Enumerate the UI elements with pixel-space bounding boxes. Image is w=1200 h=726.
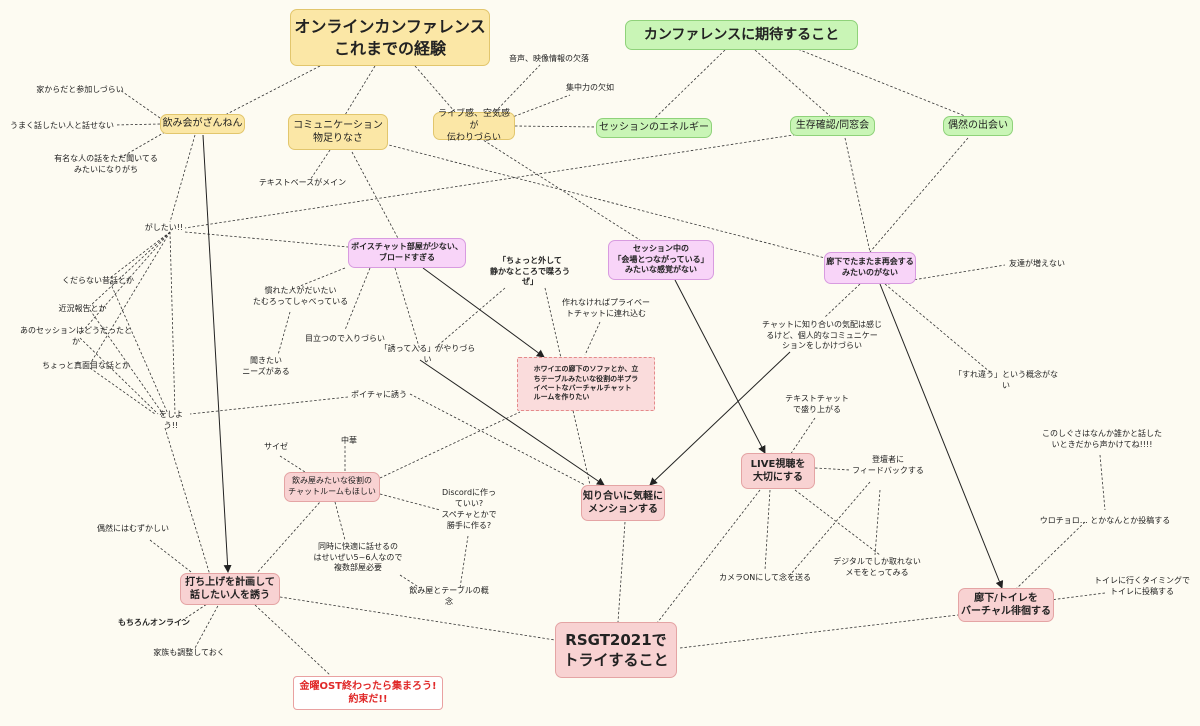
drinking-party-node: 飲み会がざんねん (160, 114, 245, 134)
session-connection-node: セッション中の 「会場とつながっている」 みたいな感覚がない (608, 240, 714, 280)
note-friends: 友達が増えない (1009, 258, 1065, 268)
note-talk-ng: うまく話したい人と話せない (10, 120, 114, 130)
note-saize: サイゼ (264, 441, 288, 451)
note-serious: ちょっと真面目な話とか (42, 360, 130, 370)
reunion-node: 生存確認/同窓会 (790, 116, 875, 136)
note-hard-chance: 偶然にはむずかしい (97, 523, 169, 533)
note-toilet-post: トイレに行くタイミングで トイレに投稿する (1094, 576, 1190, 596)
note-acquaintance: チャットに知り合いの気配は感じ るけど、個人的なコミュニケー ションをしかけづら… (762, 319, 882, 351)
live-feel-node: ライブ感、空気感が 伝わりづらい (433, 109, 515, 143)
live-view-node: LIVE視聴を 大切にする (741, 453, 815, 489)
arrow-connectors (202, 134, 1004, 589)
mention-node: 知り合いに気軽に メンションする (581, 485, 665, 521)
note-lets: をしよう!! (159, 410, 183, 430)
session-energy-node: セッションのエネルギー (596, 118, 712, 138)
communication-lack-node: コミュニケーション 物足りなさ (288, 114, 388, 150)
rsgt-try-node: RSGT2021で トライすること (555, 622, 677, 678)
note-regulars: 慣れた人がだいたい たむろってしゃべっている (252, 286, 349, 306)
note-poichat: ポイチャに誘う (351, 389, 407, 399)
note-join-hard: 「誘って入る」がやりづらい (379, 344, 476, 364)
hallway-toilet-node: 廊下/トイレを バーチャル徘徊する (958, 588, 1054, 622)
note-want: がしたい!! (144, 222, 184, 232)
note-listen: 聞きたい ニーズがある (242, 356, 290, 376)
hallway-reunion-node: 廊下でたまたま再会する みたいのがない (824, 252, 916, 284)
note-simultaneous: 同時に快適に話せるの はせいぜい5~6人なので 複数部屋必要 (313, 541, 403, 573)
sofa-room-node: ホワイエの廊下のソファとか、立 ちテーブルみたいな役割の半プラ イベートなバーチ… (517, 357, 655, 411)
note-urochoro: ウロチョロ… とかなんとか投稿する (1039, 515, 1171, 525)
note-suretigau: 「すれ違う」という概念がない (954, 370, 1058, 390)
note-session-q: あのセッションはどうだったとか (20, 326, 132, 346)
dashed-connectors (79, 45, 1106, 676)
note-trivial: くだらない昔話とか (62, 275, 134, 285)
note-camera: カメラONにして念を送る (718, 572, 812, 582)
izakaya-chatroom-node: 飲み屋みたいな役割の チャットルームもほしい (284, 472, 380, 502)
note-family: 家族も調整しておく (153, 647, 225, 657)
voice-chat-node: ボイスチャット部屋が少ない、 ブロードすぎる (348, 238, 466, 268)
friday-promise-note: 金曜OST終わったら集まろう! 約束だ!! (293, 676, 443, 710)
note-private: 作れなければプライベー トチャットに連れ込む (562, 298, 650, 318)
note-online: もちろんオンライン (118, 617, 190, 627)
note-focus: 集中力の欠如 (566, 82, 614, 92)
note-textbase: テキストベースがメイン (258, 177, 347, 187)
note-recent: 近況報告とか (58, 303, 107, 313)
note-shigusa: このしぐさはなんか誰かと話した いときだから声かけてね!!!! (1042, 429, 1162, 449)
note-chuka: 中華 (341, 435, 357, 445)
note-stand-out: 目立つので入りづらい (305, 333, 385, 343)
plan-party-node: 打ち上げを計画して 話したい人を誘う (180, 573, 280, 605)
note-speaker-feedback: 登壇者に フィードバックする (852, 455, 924, 475)
note-home: 家からだと参加しづらい (36, 84, 124, 94)
expectation-title-node: カンファレンスに期待すること (625, 20, 858, 50)
note-audio: 音声、映像情報の欠落 (509, 53, 589, 63)
main-title-node: オンラインカンファレンス これまでの経験 (290, 9, 490, 66)
note-discord: Discordに作っ ていい? スペチャとかで 勝手に作る? (441, 488, 497, 530)
note-quiet: 「ちょっと外して 静かなところで喋ろうぜ」 (490, 255, 570, 287)
note-textchat: テキストチャット で盛り上がる (785, 394, 849, 414)
note-digital: デジタルでしか取れない メモをとってみる (833, 557, 921, 577)
note-famous: 有名な人の話をただ聞いてる みたいになりがち (54, 154, 158, 174)
chance-meeting-node: 偶然の出会い (943, 116, 1013, 136)
note-izakaya-concept: 飲み屋とテーブルの概念 (409, 586, 489, 606)
